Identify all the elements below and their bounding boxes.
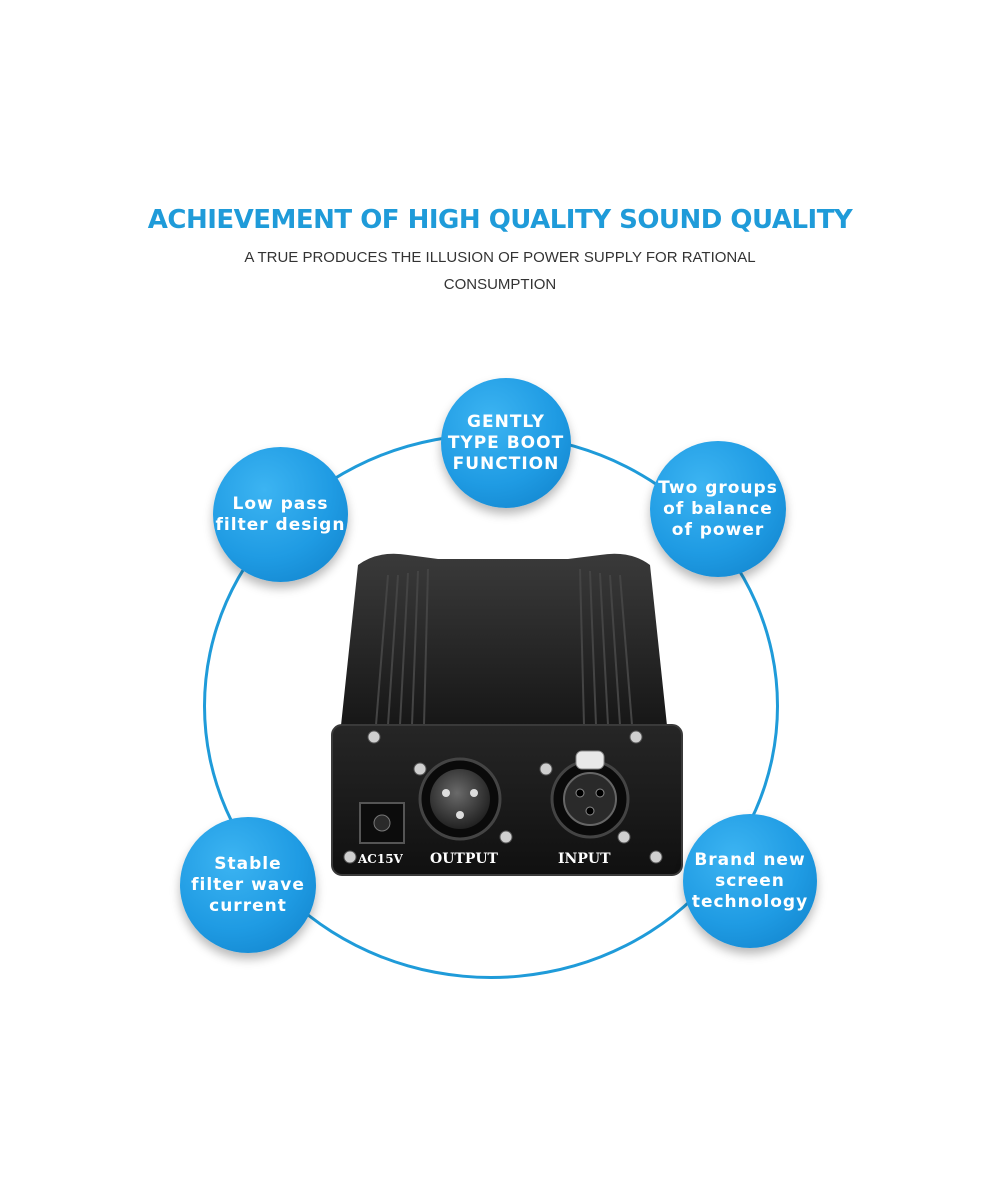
input-label: INPUT xyxy=(558,851,611,867)
input-release-tab xyxy=(575,750,605,770)
feature-label: Two groups of balance of power xyxy=(658,477,778,540)
feature-bubble-current: Stable filter wave current xyxy=(180,817,316,953)
page-heading: ACHIEVEMENT OF HIGH QUALITY SOUND QUALIT… xyxy=(147,205,853,235)
feature-label: Brand new screen technology xyxy=(691,849,809,912)
device-illustration: AC15V OUTPUT INPUT xyxy=(331,553,683,876)
feature-label: GENTLY TYPE BOOT FUNCTION xyxy=(447,411,565,474)
feature-bubble-boot: GENTLY TYPE BOOT FUNCTION xyxy=(441,378,571,508)
subheading-line-1: A TRUE PRODUCES THE ILLUSION OF POWER SU… xyxy=(244,249,756,266)
input-xlr-holes xyxy=(575,788,605,816)
feature-label: Stable filter wave current xyxy=(191,853,305,916)
power-jack-hole xyxy=(373,814,391,832)
output-xlr-face xyxy=(430,769,490,829)
subheading-line-2: CONSUMPTION xyxy=(443,276,557,293)
device-top xyxy=(340,553,668,735)
power-jack xyxy=(359,802,405,844)
output-xlr-pins xyxy=(442,789,478,819)
phantom-power-device: AC15V OUTPUT INPUT xyxy=(318,545,690,885)
input-xlr-face xyxy=(563,772,617,826)
feature-label: Low pass filter design xyxy=(215,493,346,535)
feature-bubble-balance: Two groups of balance of power xyxy=(650,441,786,577)
output-label: OUTPUT xyxy=(430,851,499,867)
screws xyxy=(343,730,663,864)
feature-bubble-screen: Brand new screen technology xyxy=(683,814,817,948)
page-subheading: A TRUE PRODUCES THE ILLUSION OF POWER SU… xyxy=(240,244,760,298)
heat-fins xyxy=(375,568,633,726)
power-label: AC15V xyxy=(357,852,404,866)
feature-bubble-filter: Low pass filter design xyxy=(213,447,348,582)
